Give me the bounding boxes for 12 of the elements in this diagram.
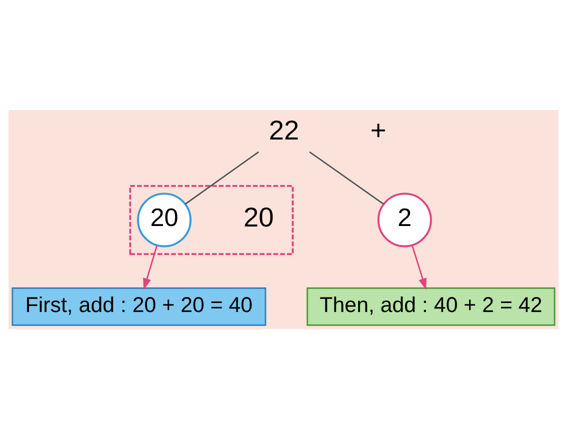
node-box: First, add : 20 + 20 = 40 <box>12 286 266 326</box>
label: + <box>370 114 386 146</box>
node-circle: 2 <box>377 192 432 247</box>
node-text: 20 <box>244 201 274 232</box>
arrow <box>412 244 427 290</box>
node-box: Then, add : 40 + 2 = 42 <box>306 286 556 326</box>
node-circle: 20 <box>137 192 192 247</box>
node-text: 22 <box>268 114 300 146</box>
connector <box>309 150 384 204</box>
cluster <box>129 184 294 255</box>
arrow <box>143 244 158 290</box>
connector <box>184 150 260 204</box>
